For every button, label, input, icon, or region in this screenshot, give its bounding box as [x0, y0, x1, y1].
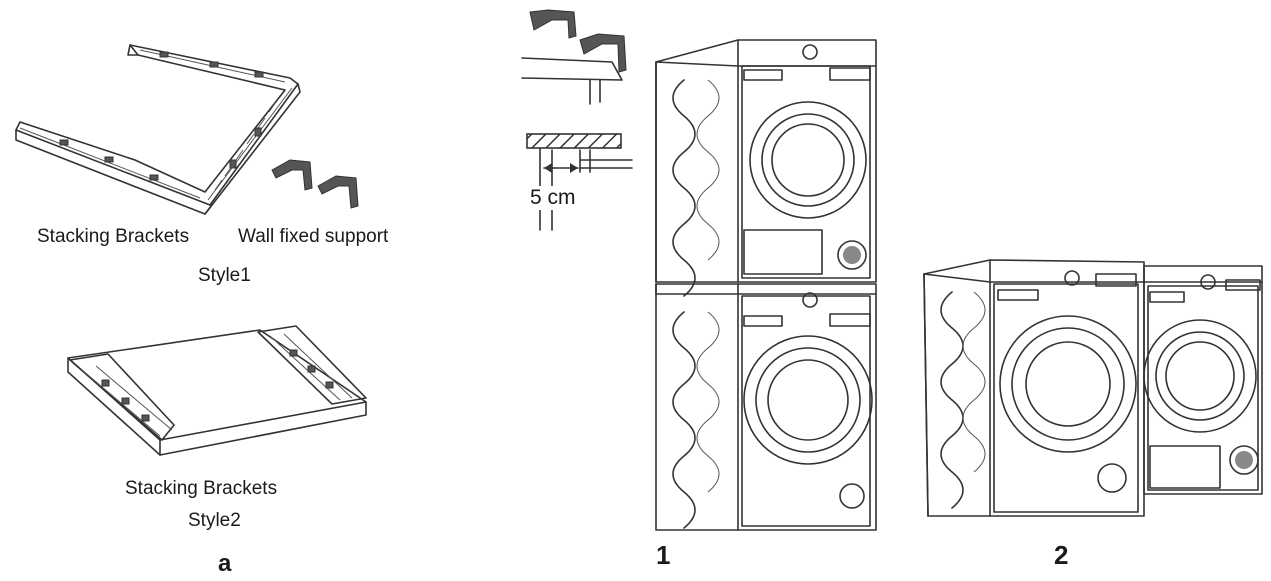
style1-stacking-brackets-label: Stacking Brackets [37, 226, 190, 247]
distance-label: 5 cm [528, 186, 578, 210]
stacking-brackets-style2 [67, 325, 367, 456]
wall-fixed-support-brackets [271, 159, 359, 209]
figure-2-label: 2 [1054, 540, 1069, 570]
style2-stacking-brackets-label: Stacking Brackets [125, 478, 278, 499]
stacked-appliances [655, 39, 877, 531]
figure-1-label: 1 [656, 540, 671, 570]
distance-detail [526, 133, 633, 231]
stacking-brackets-style1 [15, 44, 301, 215]
figure-a-label: a [218, 550, 232, 577]
wall-bracket-detail [521, 9, 627, 105]
wall-fixed-support-label: Wall fixed support [238, 226, 389, 247]
style1-label: Style1 [198, 265, 251, 286]
side-by-side-appliances [923, 259, 1263, 517]
wall-hatch [526, 133, 622, 149]
style2-label: Style2 [188, 510, 241, 531]
